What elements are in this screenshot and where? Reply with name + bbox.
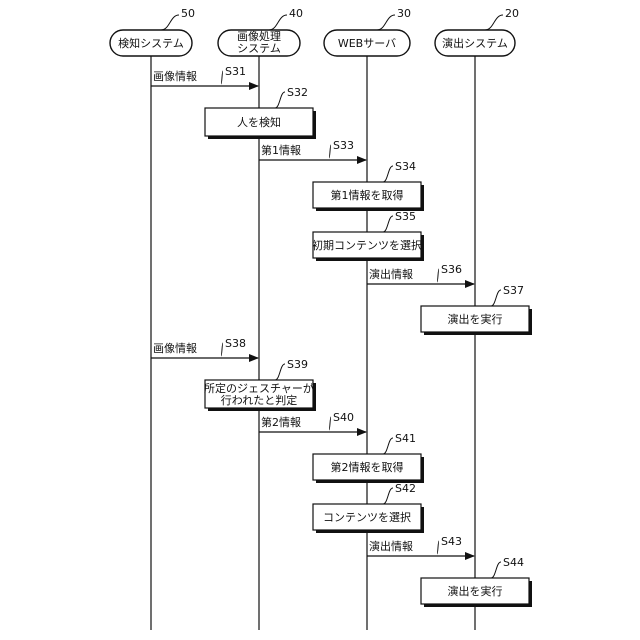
message-label-S31: 画像情報: [153, 70, 197, 83]
step-label-S39: S39: [287, 358, 308, 371]
message-label-S36: 演出情報: [369, 267, 413, 281]
actor-name-50: 検知システム: [118, 36, 184, 50]
process-text-S42: コンテンツを選択: [323, 510, 411, 524]
actor-name-30: WEBサーバ: [338, 37, 396, 50]
step-label-S44: S44: [503, 556, 524, 569]
step-label-S43: S43: [441, 535, 462, 548]
process-text-S34: 第1情報を取得: [331, 188, 404, 202]
step-leader-S40: [329, 417, 331, 430]
step-leader-S41: [383, 438, 393, 454]
process-text-S39-line-0: 所定のジェスチャーが: [204, 381, 314, 395]
step-label-S31: S31: [225, 65, 246, 78]
step-label-S36: S36: [441, 263, 462, 276]
step-leader-S33: [329, 145, 331, 158]
step-leader-S36: [437, 269, 439, 282]
actor-ref-20: 20: [505, 7, 519, 20]
actor-ref-30: 30: [397, 7, 411, 20]
message-label-S40: 第2情報: [261, 415, 301, 429]
step-label-S41: S41: [395, 432, 416, 445]
actor-ref-leader-50: [161, 15, 179, 30]
process-text-S44: 演出を実行: [448, 584, 503, 598]
process-text-S32: 人を検知: [237, 115, 281, 129]
message-label-S43: 演出情報: [369, 539, 413, 553]
process-text-S37: 演出を実行: [448, 312, 503, 326]
actor-name-40-line-1: システム: [237, 42, 281, 55]
process-text-S39-line-1: 行われたと判定: [221, 393, 297, 407]
step-leader-S43: [437, 541, 439, 554]
step-leader-S37: [491, 290, 501, 306]
step-leader-S34: [383, 166, 393, 182]
message-label-S33: 第1情報: [261, 143, 301, 157]
actor-ref-leader-40: [269, 15, 287, 30]
step-leader-S38: [221, 343, 223, 356]
step-label-S42: S42: [395, 482, 416, 495]
step-leader-S42: [383, 488, 393, 504]
actor-ref-40: 40: [289, 7, 303, 20]
actor-ref-leader-30: [377, 15, 395, 30]
step-label-S32: S32: [287, 86, 308, 99]
step-label-S35: S35: [395, 210, 416, 223]
step-label-S34: S34: [395, 160, 416, 173]
step-label-S37: S37: [503, 284, 524, 297]
step-leader-S32: [275, 92, 285, 108]
actor-ref-50: 50: [181, 7, 195, 20]
step-leader-S35: [383, 216, 393, 232]
step-label-S38: S38: [225, 337, 246, 350]
step-leader-S39: [275, 364, 285, 380]
process-text-S35: 初期コンテンツを選択: [312, 238, 422, 252]
process-text-S41: 第2情報を取得: [331, 460, 404, 474]
actor-ref-leader-20: [485, 15, 503, 30]
step-label-S33: S33: [333, 139, 354, 152]
message-label-S38: 画像情報: [153, 342, 197, 355]
step-label-S40: S40: [333, 411, 354, 424]
step-leader-S44: [491, 562, 501, 578]
actor-name-20: 演出システム: [442, 36, 508, 50]
step-leader-S31: [221, 71, 223, 84]
